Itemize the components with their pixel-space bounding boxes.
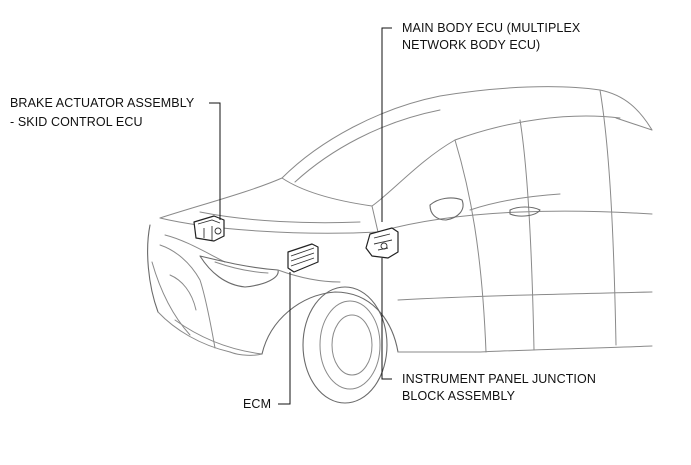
ecm-part [287, 243, 319, 273]
main-body-ecu-leader [381, 27, 392, 222]
vehicle-outline [147, 86, 653, 404]
brake-actuator-part [193, 215, 225, 242]
brake-actuator-label-line-1: BRAKE ACTUATOR ASSEMBLY [10, 96, 195, 110]
ecm-label-text: ECM [243, 397, 272, 411]
main-body-ecu-part [365, 227, 399, 259]
brake-actuator-label-line-2: - SKID CONTROL ECU [10, 115, 143, 129]
main-body-ecu-label-line-1: MAIN BODY ECU (MULTIPLEX [402, 21, 581, 35]
brake-actuator-leader [209, 102, 221, 220]
instrument-panel-jb-leader [381, 258, 392, 380]
ecm-leader [278, 272, 291, 405]
main-body-ecu-label-line-2: NETWORK BODY ECU) [402, 38, 541, 52]
instrument-panel-jb-label: INSTRUMENT PANEL JUNCTION BLOCK ASSEMBLY [402, 371, 596, 405]
main-body-ecu-label: MAIN BODY ECU (MULTIPLEX NETWORK BODY EC… [402, 20, 580, 54]
ecm-label: ECM [243, 396, 271, 413]
instrument-panel-jb-label-line-2: BLOCK ASSEMBLY [402, 389, 516, 403]
instrument-panel-jb-label-line-1: INSTRUMENT PANEL JUNCTION [402, 372, 596, 386]
brake-actuator-label: BRAKE ACTUATOR ASSEMBLY - SKID CONTROL E… [10, 95, 194, 131]
